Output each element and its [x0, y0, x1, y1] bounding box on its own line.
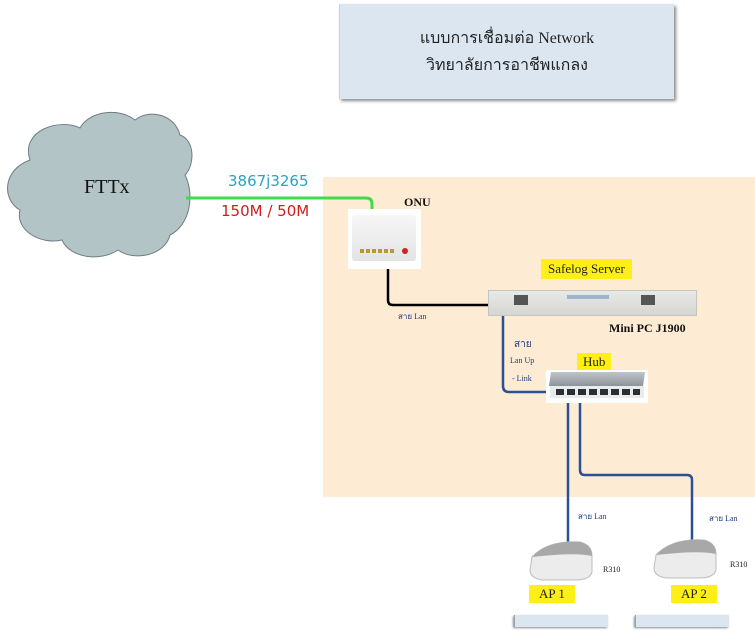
uplink-label-3: - Link: [512, 374, 532, 383]
ap2-model: R310: [730, 560, 748, 569]
onu-label: ONU: [404, 195, 431, 209]
title-line-1: แบบการเชื่อมต่อ Network: [419, 29, 595, 47]
uplink-label-2: Lan Up: [510, 356, 535, 365]
server-model: Mini PC J1900: [609, 321, 686, 335]
ap1-label: AP 1: [529, 585, 575, 603]
access-point-1-icon: [529, 541, 593, 581]
server-device-icon: [488, 290, 697, 316]
title-line-2: วิทยาลัยการอาชีพแกลง: [426, 56, 588, 74]
onu-device-icon: [348, 209, 421, 269]
cloud-label: FTTx: [84, 176, 130, 198]
lan-onu-server: [386, 258, 490, 307]
ap2-caption-box: [635, 615, 729, 627]
isp-speed: 150M / 50M: [221, 202, 310, 220]
cable-label-ap2: สาย Lan: [709, 514, 738, 523]
lan-hub-ap2: [578, 392, 694, 548]
access-point-2-icon: [653, 539, 717, 579]
fiber-line: [186, 196, 374, 214]
ap1-caption-box: [514, 615, 608, 627]
ap1-model: R310: [603, 565, 621, 574]
cable-label-onu-server: สาย Lan: [398, 312, 427, 321]
lan-uplink: [501, 314, 566, 394]
uplink-label-1: สาย: [514, 339, 532, 350]
isp-line-id: 3867j3265: [228, 172, 309, 190]
ap2-label: AP 2: [671, 585, 717, 603]
server-label: Safelog Server: [541, 259, 632, 279]
cloud-icon: [7, 111, 193, 258]
cable-label-ap1: สาย Lan: [578, 512, 607, 521]
hub-device-icon: [546, 370, 648, 403]
hub-label: Hub: [577, 353, 612, 371]
title-box: แบบการเชื่อมต่อ Network วิทยาลัยการอาชีพ…: [339, 4, 674, 99]
